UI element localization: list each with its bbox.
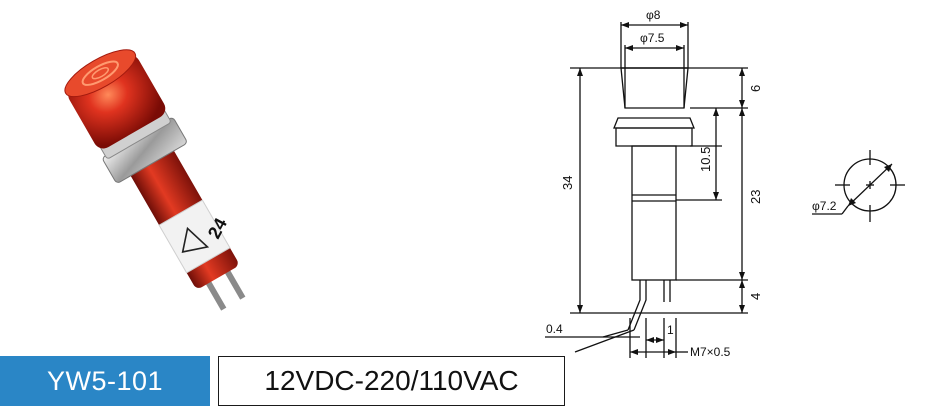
- dim-cap-outer: φ8: [646, 8, 661, 22]
- lamp-label-sleeve: [158, 199, 231, 274]
- dim-panel-hole: φ7.2: [812, 199, 837, 213]
- voltage-rating-label: 12VDC-220/110VAC: [218, 356, 565, 406]
- dim-body-length: 23: [748, 190, 763, 204]
- pin-left: [627, 280, 641, 331]
- dim-pin-length: 4: [748, 293, 763, 300]
- panel-cutout-view: [812, 150, 905, 222]
- dim-overall-length: 34: [560, 176, 575, 190]
- dim-pin-width: 1: [667, 323, 674, 337]
- nut-outline: [613, 117, 695, 129]
- model-number-label: YW5-101: [0, 356, 210, 406]
- dimension-arrowheads: [577, 22, 745, 355]
- dim-thread: M7×0.5: [690, 345, 731, 359]
- dim-thread-length: 10.5: [698, 147, 713, 172]
- dim-cap-height: 6: [748, 85, 763, 92]
- lamp-lens-top: [64, 49, 137, 98]
- dim-cap-inner: φ7.5: [640, 31, 665, 45]
- side-view-drawing: [545, 22, 748, 358]
- body-outline: [631, 145, 677, 281]
- washer-outline: [615, 127, 693, 147]
- indicator-lamp-illustration: [64, 49, 246, 311]
- dim-pin-thickness: 0.4: [546, 322, 563, 336]
- cap-outline: [620, 67, 689, 109]
- brand-logo: [181, 226, 210, 253]
